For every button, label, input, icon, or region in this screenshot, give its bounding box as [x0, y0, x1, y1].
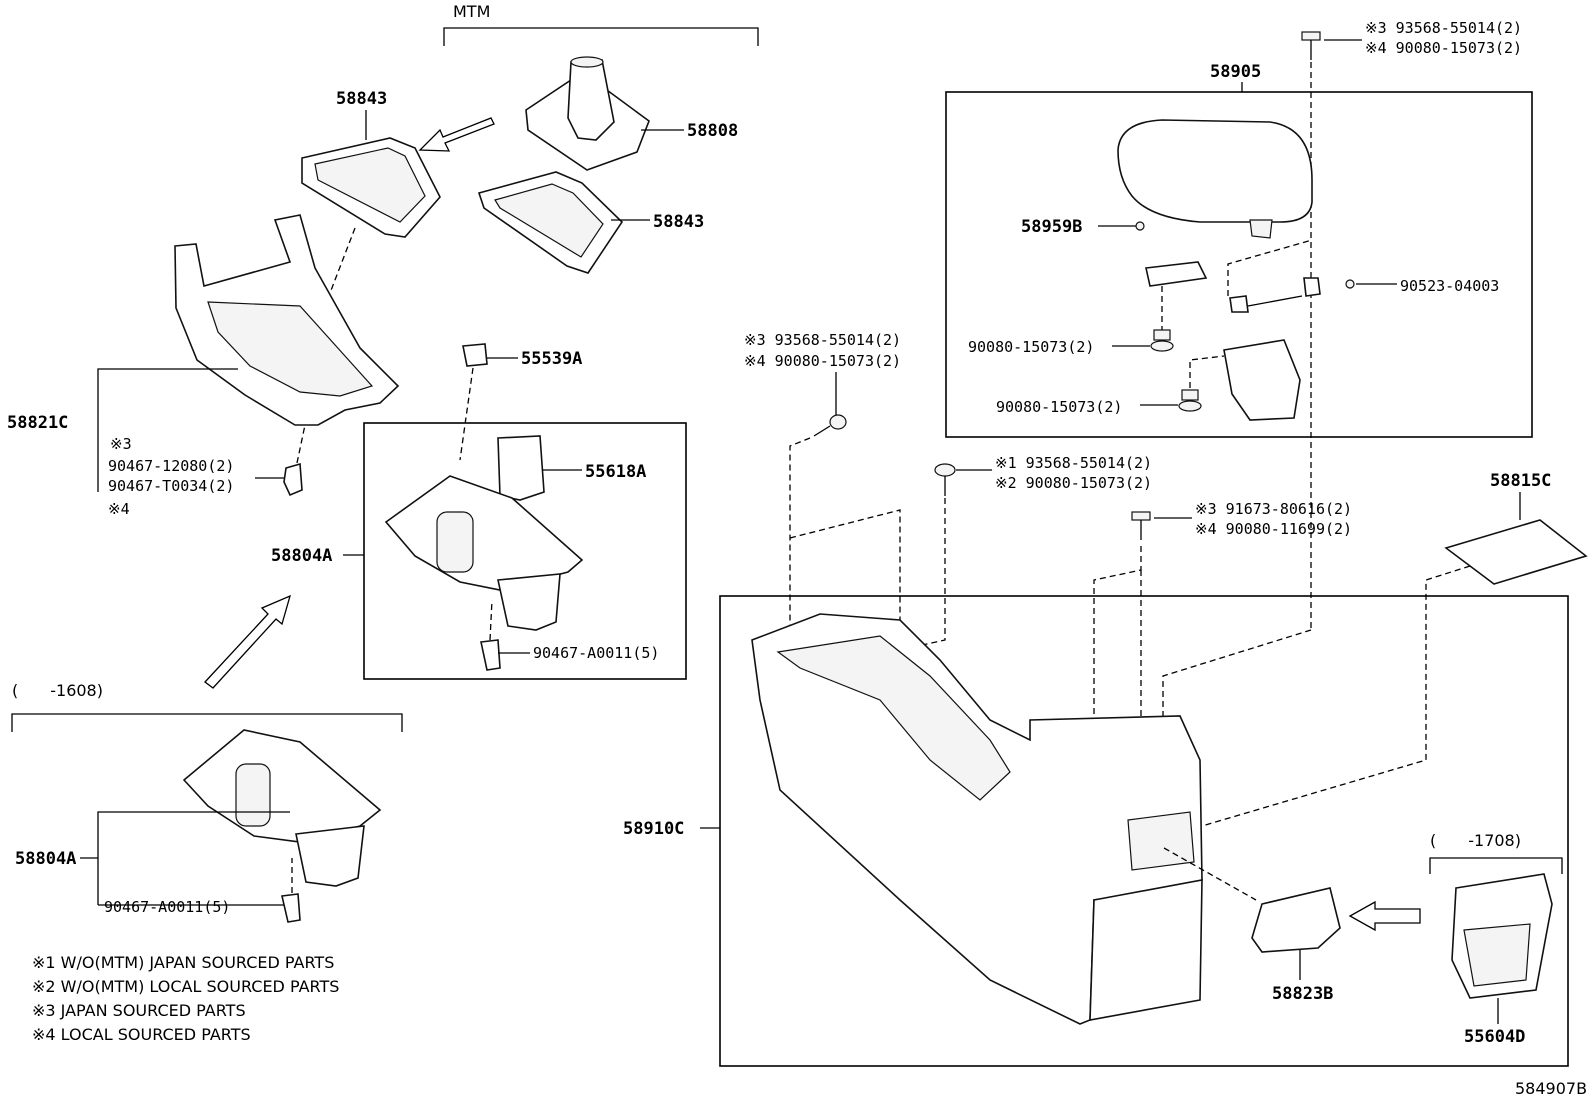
- label-58843-top: 58843: [336, 89, 387, 109]
- label-90523-04003: 90523-04003: [1400, 277, 1499, 295]
- console-box-58910C: [751, 613, 1203, 1025]
- nut-90523: [1345, 279, 1355, 289]
- mtm-group-label: MTM: [453, 2, 490, 21]
- screw-mid-left-2: ※4 90080-15073(2): [744, 352, 901, 370]
- dash-pocket: [1163, 847, 1257, 901]
- label-58910C: 58910C: [623, 819, 684, 839]
- group-1608-label: ( -1608): [12, 681, 103, 700]
- bracket-1608: [11, 713, 403, 732]
- arrow-lower-left: [204, 594, 292, 689]
- dash-latch: [1189, 355, 1225, 388]
- dash-55539A: [459, 367, 474, 461]
- arrow-upper: [418, 117, 495, 152]
- bracket-58804A-low: [97, 811, 290, 905]
- cup-holder-upper: [384, 475, 584, 631]
- legend-2: ※2 W/O(MTM) LOCAL SOURCED PARTS: [32, 977, 339, 996]
- mtm-bracket: [443, 27, 759, 46]
- shift-bezel-58843-mtm: [477, 171, 624, 274]
- pocket-55604D: [1451, 873, 1553, 999]
- screw-center-right-2: ※4 90080-11699(2): [1195, 520, 1352, 538]
- pocket-58823B: [1251, 887, 1341, 953]
- screw-top-right-icon: [1301, 31, 1321, 60]
- label-58808: 58808: [687, 121, 738, 141]
- label-90080-15073-a: 90080-15073(2): [968, 338, 1094, 356]
- label-58804A-low: 58804A: [15, 849, 76, 869]
- clip-90467-A0011-low: [281, 893, 301, 923]
- label-55539A: 55539A: [521, 349, 582, 369]
- screw-center-1: ※1 93568-55014(2): [995, 454, 1152, 472]
- mat-58815C: [1444, 519, 1588, 585]
- bracket-1708: [1429, 857, 1563, 874]
- label-90467-A0011-mid: 90467-A0011(5): [533, 644, 659, 662]
- box-58804A: [363, 422, 687, 680]
- part-55618A: [497, 435, 545, 501]
- label-58823B: 58823B: [1272, 984, 1333, 1004]
- bracket-58821C: [97, 368, 238, 424]
- legend-4: ※4 LOCAL SOURCED PARTS: [32, 1025, 251, 1044]
- label-58821C: 58821C: [7, 413, 68, 433]
- plug-58959B: [1135, 221, 1145, 231]
- legend-1: ※1 W/O(MTM) JAPAN SOURCED PARTS: [32, 953, 334, 972]
- bolt-90080-b-icon: [1178, 389, 1202, 412]
- screw-center-right-icon: [1131, 511, 1151, 540]
- screw-center-2: ※2 90080-15073(2): [995, 474, 1152, 492]
- clip-icon: [283, 462, 303, 497]
- screw-top-right-2: ※4 90080-15073(2): [1365, 39, 1522, 57]
- dash-clip-mid: [489, 599, 493, 641]
- hinge-bracket: [1145, 261, 1208, 287]
- box-58910C: [719, 595, 1569, 1067]
- label-58804A-mid: 58804A: [271, 546, 332, 566]
- armrest-lid: [1117, 119, 1313, 239]
- group-1708-label: ( -1708): [1430, 831, 1521, 850]
- label-58843-mid: 58843: [653, 212, 704, 232]
- label-90080-15073-b: 90080-15073(2): [996, 398, 1122, 416]
- dash-58815C: [1201, 565, 1471, 827]
- arrow-right-to-left: [1348, 900, 1421, 932]
- dash-hinge-pin: [1227, 239, 1313, 296]
- label-58959B: 58959B: [1021, 217, 1082, 237]
- label-90467-A0011-low: 90467-A0011(5): [104, 898, 230, 916]
- dash-screw-center: [854, 498, 946, 690]
- hinge-pin: [1247, 295, 1303, 307]
- screw-center-right-1: ※3 91673-80616(2): [1195, 500, 1352, 518]
- latch-bracket: [1223, 339, 1301, 421]
- screw-center-icon: [934, 463, 956, 496]
- clip-90467-12080: 90467-12080(2): [108, 457, 234, 475]
- clip-90467-T0034: 90467-T0034(2): [108, 477, 234, 495]
- shift-boot-58808: [525, 56, 650, 171]
- dash-screw-mid-left-2: [789, 509, 901, 620]
- screw-mid-left-1: ※3 93568-55014(2): [744, 331, 901, 349]
- legend-3: ※3 JAPAN SOURCED PARTS: [32, 1001, 246, 1020]
- cup-holder-lower: [182, 729, 382, 887]
- hinge-piece: [1229, 295, 1249, 313]
- dash-screw-mid-left: [789, 437, 811, 630]
- reference-number: 584907B: [1515, 1079, 1587, 1098]
- label-55618A: 55618A: [585, 462, 646, 482]
- label-55604D: 55604D: [1464, 1027, 1525, 1047]
- part-55539A: [462, 343, 488, 367]
- clip-90467-A0011-mid: [480, 639, 501, 671]
- box-58905: [945, 91, 1533, 438]
- hinge-clip: [1303, 277, 1321, 297]
- note-s3-clip: ※3: [110, 435, 132, 453]
- note-s4-clip: ※4: [108, 500, 130, 518]
- label-58905: 58905: [1210, 62, 1261, 82]
- screw-top-right-1: ※3 93568-55014(2): [1365, 19, 1522, 37]
- console-panel-58821C: [174, 214, 400, 426]
- screw-mid-left-icon: [813, 414, 847, 437]
- label-58815C: 58815C: [1490, 471, 1551, 491]
- shift-bezel-58843: [301, 137, 441, 238]
- dash-top-right-screw-2: [1162, 629, 1312, 754]
- bolt-90080-a-icon: [1150, 329, 1174, 352]
- dash-clip: [296, 424, 306, 464]
